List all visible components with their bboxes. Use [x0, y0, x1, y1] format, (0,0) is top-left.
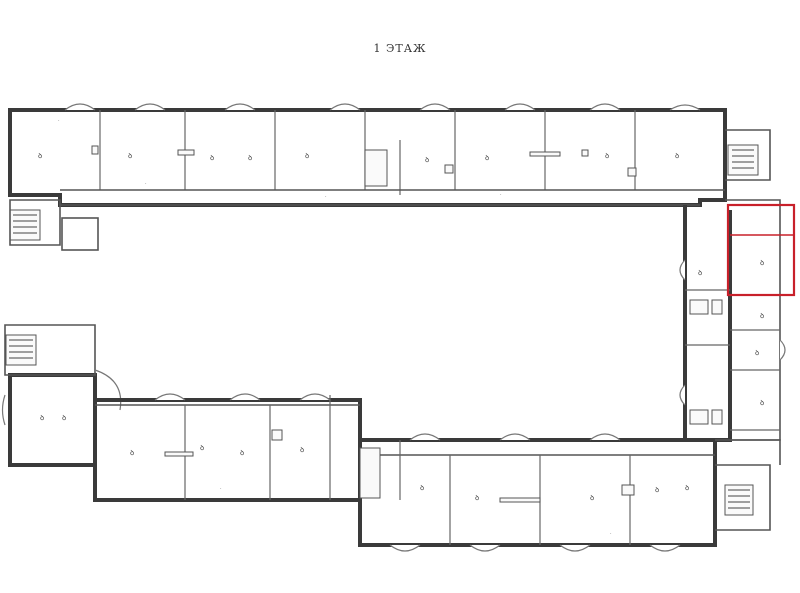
- svg-text:ꝺ: ꝺ: [760, 312, 764, 320]
- svg-text:ꝺ: ꝺ: [200, 444, 204, 452]
- svg-text:ꝺ: ꝺ: [420, 484, 424, 492]
- top-wing-bays: [64, 103, 701, 111]
- svg-text:ꝺ: ꝺ: [475, 494, 479, 502]
- svg-text:ꝺ: ꝺ: [40, 414, 44, 422]
- highlighted-room: [726, 203, 796, 297]
- floor-title: 1 ЭТАЖ: [373, 42, 427, 55]
- stairwell-top-right: [725, 129, 771, 181]
- svg-text:ꝺ: ꝺ: [675, 152, 679, 160]
- room-marks: · · · · · ·: [58, 118, 612, 537]
- stairwell-left-top: [9, 199, 99, 251]
- svg-text:ꝺ: ꝺ: [248, 154, 252, 162]
- svg-text:ꝺ: ꝺ: [760, 399, 764, 407]
- stairwell-bottom-right: [715, 464, 771, 531]
- svg-text:ꝺ: ꝺ: [240, 449, 244, 457]
- svg-text:ꝺ: ꝺ: [605, 152, 609, 160]
- svg-text:·: ·: [145, 181, 147, 187]
- stairwell-left-bottom: [5, 334, 37, 366]
- svg-text:·: ·: [610, 531, 612, 537]
- top-wing: ꝺ ꝺ ꝺ ꝺ ꝺ ꝺ ꝺ ꝺ ꝺ: [8, 103, 771, 251]
- svg-text:ꝺ: ꝺ: [590, 494, 594, 502]
- svg-text:·: ·: [58, 118, 60, 124]
- svg-text:·: ·: [500, 192, 502, 198]
- bottom-wing: ꝺ ꝺ ꝺ ꝺ ꝺ ꝺ: [1, 324, 781, 552]
- svg-text:ꝺ: ꝺ: [130, 449, 134, 457]
- svg-text:ꝺ: ꝺ: [62, 414, 66, 422]
- svg-text:ꝺ: ꝺ: [210, 154, 214, 162]
- svg-text:ꝺ: ꝺ: [755, 349, 759, 357]
- svg-text:ꝺ: ꝺ: [305, 152, 309, 160]
- svg-text:ꝺ: ꝺ: [425, 156, 429, 164]
- svg-text:ꝺ: ꝺ: [38, 152, 42, 160]
- svg-text:ꝺ: ꝺ: [485, 154, 489, 162]
- svg-text:·: ·: [220, 486, 222, 492]
- svg-text:ꝺ: ꝺ: [760, 259, 764, 267]
- svg-text:ꝺ: ꝺ: [300, 446, 304, 454]
- svg-text:ꝺ: ꝺ: [685, 484, 689, 492]
- svg-text:ꝺ: ꝺ: [128, 152, 132, 160]
- svg-text:ꝺ: ꝺ: [698, 269, 702, 277]
- svg-text:·: ·: [325, 194, 327, 200]
- svg-text:ꝺ: ꝺ: [655, 486, 659, 494]
- east-wing: ꝺ ꝺ ꝺ ꝺ ꝺ: [679, 199, 796, 442]
